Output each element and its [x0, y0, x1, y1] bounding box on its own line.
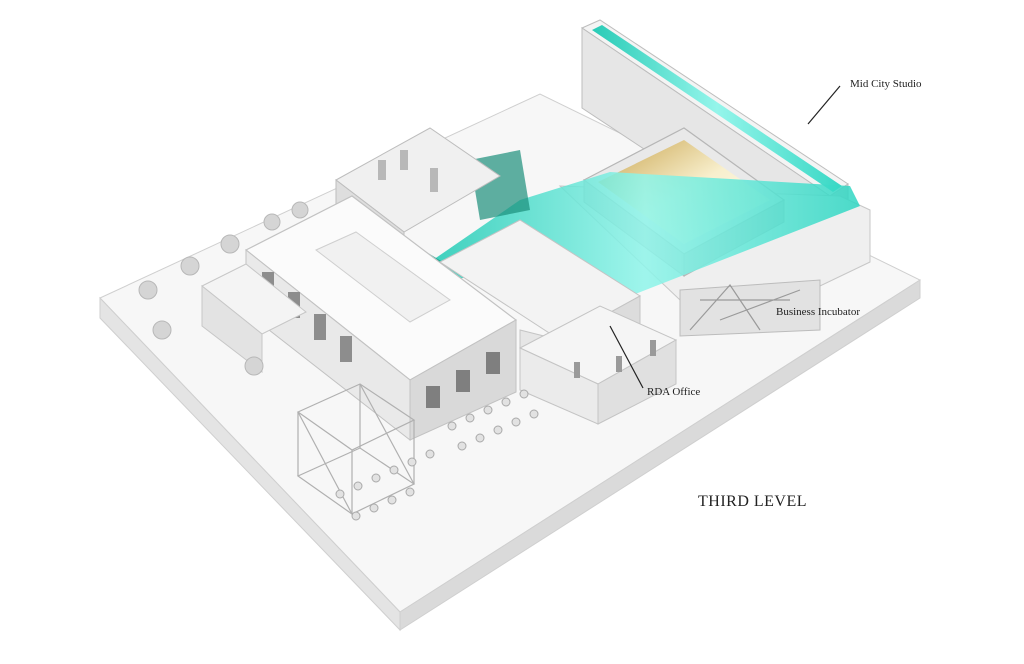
- trees: [138, 201, 309, 376]
- leader-lines: [609, 85, 841, 389]
- rda-office-label: RDA Office: [647, 386, 701, 398]
- leader-line-rda: [609, 325, 644, 389]
- main-building: [244, 195, 518, 442]
- left-wing: [201, 263, 307, 374]
- outdoor-seating: [335, 389, 539, 521]
- leader-line-mid-city: [807, 85, 841, 125]
- level-title: THIRD LEVEL: [698, 493, 808, 510]
- mid-city-studio-label: Mid City Studio: [850, 78, 922, 90]
- rda-office-block: [518, 305, 678, 425]
- studio-highlight-strip: [592, 25, 842, 192]
- business-incubator-label: Business Incubator: [776, 306, 861, 318]
